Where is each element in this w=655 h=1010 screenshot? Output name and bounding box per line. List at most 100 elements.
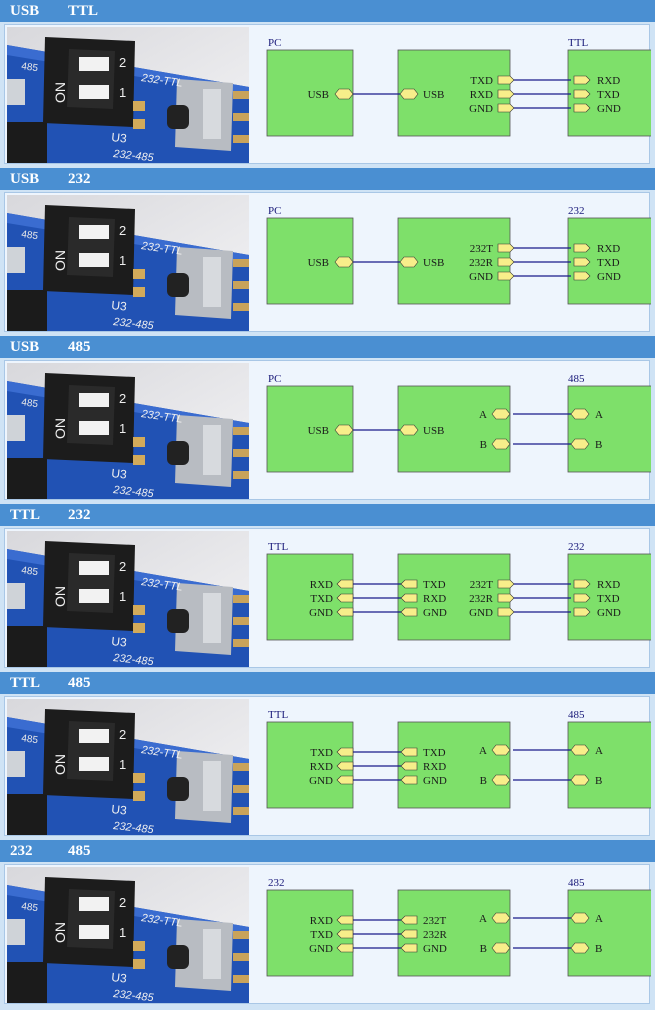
converter-left-pin-label: USB (423, 89, 444, 101)
right-device-pin-label: RXD (597, 243, 620, 255)
converter-right-pin (497, 103, 515, 113)
converter-right-pin-label: A (479, 745, 487, 757)
right-device-title: 485 (568, 709, 585, 721)
slide-knob (167, 105, 189, 129)
left-device-pin (336, 775, 354, 785)
right-device-pin (570, 912, 590, 924)
header-to: 232 (68, 171, 91, 187)
left-device-pin-label: TXD (310, 593, 333, 605)
silk-left: 485 (21, 901, 39, 914)
right-device-pin-label: GND (597, 103, 621, 115)
converter-left-pin (399, 256, 419, 268)
converter-right-pin-label: B (480, 775, 487, 787)
switch-1-lever (79, 925, 109, 939)
silk-bottom: 232-485 (112, 148, 155, 163)
left-device-pin-label: RXD (310, 915, 333, 927)
converter-right-pin-label: RXD (470, 89, 493, 101)
silk-u3: U3 (111, 466, 128, 482)
slide-knob (167, 777, 189, 801)
right-device-pin-label: A (595, 409, 603, 421)
left-component (7, 415, 25, 441)
header-from: USB (10, 3, 40, 19)
converter-left-pin-label: GND (423, 943, 447, 955)
left-device-title: TTL (268, 541, 288, 553)
left-device-title: PC (268, 373, 281, 385)
on-label: ON (52, 586, 68, 607)
right-device-box (567, 385, 651, 473)
left-device-pin-label: USB (308, 89, 329, 101)
left-device-pin-label: GND (309, 775, 333, 787)
right-device-pin-label: TXD (597, 257, 620, 269)
converter-right-pin (497, 89, 515, 99)
converter-left-pin (400, 915, 418, 925)
left-component (7, 583, 25, 609)
converter-left-pin (400, 929, 418, 939)
silk-bottom: 232-485 (112, 316, 155, 331)
silk-bottom: 232-485 (112, 652, 155, 667)
converter-right-pin (497, 75, 515, 85)
left-device-pin-label: GND (309, 607, 333, 619)
switch-top-label: 2 (119, 895, 126, 910)
converter-right-pin (497, 257, 515, 267)
switch-1-lever (79, 253, 109, 267)
converter-left-pin-label: 232T (423, 915, 447, 927)
silk-u3: U3 (111, 802, 128, 818)
converter-left-pin (400, 775, 418, 785)
converter-right-pin-label: GND (469, 271, 493, 283)
right-device-pin (573, 593, 591, 603)
switch-bottom-label: 1 (119, 421, 126, 436)
converter-right-pin (491, 774, 511, 786)
left-device-pin-label: RXD (310, 579, 333, 591)
left-component (7, 247, 25, 273)
left-device-pin (334, 424, 354, 436)
right-device-pin (570, 408, 590, 420)
right-device-pin-label: B (595, 439, 602, 451)
right-device-title: 232 (568, 205, 585, 217)
switch-2-lever (79, 561, 109, 575)
silk-bottom: 232-485 (112, 820, 155, 835)
left-device-pin-label: TXD (310, 929, 333, 941)
switch-top-label: 2 (119, 559, 126, 574)
right-device-pin (573, 607, 591, 617)
slide-knob (167, 945, 189, 969)
left-device-pin-label: GND (309, 943, 333, 955)
switch-top-label: 2 (119, 391, 126, 406)
converter-right-pin-label: 232T (470, 243, 494, 255)
on-label: ON (52, 250, 68, 271)
converter-left-pin-label: USB (423, 257, 444, 269)
converter-right-pin-label: A (479, 913, 487, 925)
silk-left: 485 (21, 733, 39, 746)
left-component (7, 79, 25, 105)
converter-left-pin (400, 607, 418, 617)
converter-left-pin (400, 761, 418, 771)
left-device-pin-label: USB (308, 257, 329, 269)
silk-left: 485 (21, 61, 39, 74)
switch-top-label: 2 (119, 55, 126, 70)
converter-left-pin (400, 943, 418, 953)
header-to: 485 (68, 339, 91, 355)
converter-left-pin (399, 88, 419, 100)
converter-right-pin-label: 232R (469, 257, 494, 269)
converter-right-pin (491, 942, 511, 954)
left-device-title: TTL (268, 709, 288, 721)
right-device-pin (573, 89, 591, 99)
switch-top-label: 2 (119, 223, 126, 238)
switch-bottom-label: 1 (119, 925, 126, 940)
switch-2-lever (79, 225, 109, 239)
